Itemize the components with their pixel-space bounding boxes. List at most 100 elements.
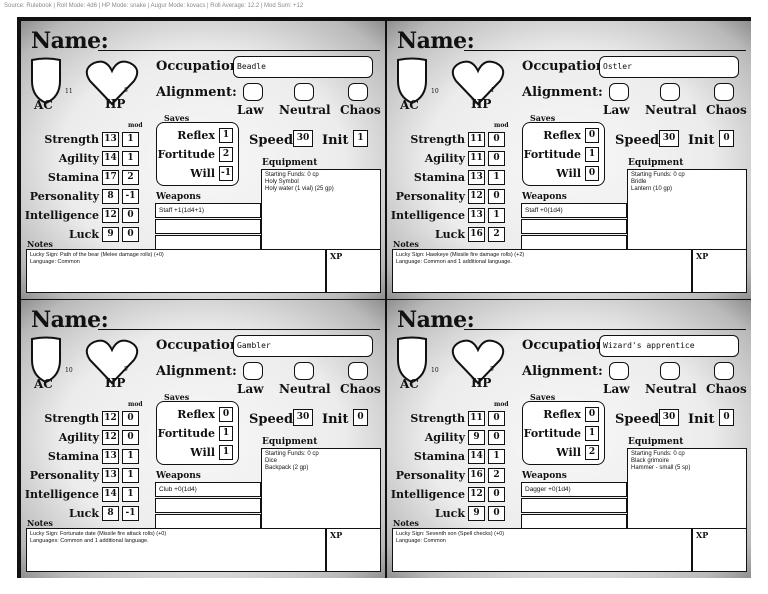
- xp-box[interactable]: XP: [692, 249, 747, 293]
- attribute-mod-personality[interactable]: 1: [122, 468, 139, 483]
- name-field[interactable]: [98, 50, 380, 51]
- alignment-chaos-box[interactable]: [714, 83, 734, 101]
- notes-box[interactable]: Lucky Sign: Fortunate date (Missile fire…: [26, 528, 326, 572]
- fortitude-value[interactable]: 1: [585, 147, 599, 162]
- attribute-score-agility[interactable]: 12: [102, 430, 119, 445]
- weapon-row[interactable]: [155, 514, 261, 529]
- attribute-score-luck[interactable]: 9: [468, 506, 485, 521]
- xp-box[interactable]: XP: [326, 249, 381, 293]
- attribute-score-luck[interactable]: 16: [468, 227, 485, 242]
- attribute-score-personality[interactable]: 12: [468, 189, 485, 204]
- name-field[interactable]: [98, 329, 380, 330]
- notes-box[interactable]: Lucky Sign: Hawkeye (Missile fire damage…: [392, 249, 692, 293]
- alignment-neutral-box[interactable]: [294, 83, 314, 101]
- attribute-score-personality[interactable]: 16: [468, 468, 485, 483]
- attribute-mod-luck[interactable]: -1: [122, 506, 139, 521]
- equipment-box[interactable]: Starting Funds: 0 cp Bridle Lantern (10 …: [627, 169, 747, 251]
- attribute-score-agility[interactable]: 14: [102, 151, 119, 166]
- attribute-score-strength[interactable]: 11: [468, 411, 485, 426]
- attribute-mod-stamina[interactable]: 1: [488, 449, 505, 464]
- attribute-mod-agility[interactable]: 1: [122, 151, 139, 166]
- attribute-mod-intelligence[interactable]: 0: [122, 208, 139, 223]
- attribute-mod-luck[interactable]: 0: [488, 506, 505, 521]
- will-value[interactable]: -1: [219, 166, 233, 181]
- attribute-mod-agility[interactable]: 0: [488, 430, 505, 445]
- fortitude-value[interactable]: 2: [219, 147, 233, 162]
- attribute-mod-strength[interactable]: 0: [122, 411, 139, 426]
- attribute-mod-luck[interactable]: 2: [488, 227, 505, 242]
- attribute-score-agility[interactable]: 9: [468, 430, 485, 445]
- alignment-law-box[interactable]: [609, 83, 629, 101]
- notes-box[interactable]: Lucky Sign: Path of the bear (Melee dama…: [26, 249, 326, 293]
- weapon-row[interactable]: Staff +1(1d4+1): [155, 203, 261, 218]
- occupation-field[interactable]: Ostler: [599, 56, 739, 78]
- attribute-score-stamina[interactable]: 14: [468, 449, 485, 464]
- speed-value[interactable]: 30: [659, 409, 679, 426]
- attribute-score-strength[interactable]: 11: [468, 132, 485, 147]
- name-field[interactable]: [464, 50, 746, 51]
- attribute-score-luck[interactable]: 9: [102, 227, 119, 242]
- attribute-mod-intelligence[interactable]: 1: [122, 487, 139, 502]
- xp-box[interactable]: XP: [692, 528, 747, 572]
- name-field[interactable]: [464, 329, 746, 330]
- alignment-chaos-box[interactable]: [348, 362, 368, 380]
- will-value[interactable]: 0: [585, 166, 599, 181]
- equipment-box[interactable]: Starting Funds: 0 cp Holy Symbol Holy wa…: [261, 169, 381, 251]
- notes-box[interactable]: Lucky Sign: Seventh son (Spell checks) (…: [392, 528, 692, 572]
- reflex-value[interactable]: 0: [585, 407, 599, 422]
- attribute-mod-luck[interactable]: 0: [122, 227, 139, 242]
- attribute-mod-intelligence[interactable]: 1: [488, 208, 505, 223]
- weapon-row[interactable]: [521, 219, 627, 234]
- equipment-box[interactable]: Starting Funds: 0 cp Black grimoire Hamm…: [627, 448, 747, 530]
- reflex-value[interactable]: 1: [219, 128, 233, 143]
- attribute-mod-strength[interactable]: 1: [122, 132, 139, 147]
- attribute-score-intelligence[interactable]: 12: [102, 208, 119, 223]
- speed-value[interactable]: 30: [659, 130, 679, 147]
- reflex-value[interactable]: 0: [585, 128, 599, 143]
- attribute-score-strength[interactable]: 12: [102, 411, 119, 426]
- alignment-law-box[interactable]: [243, 362, 263, 380]
- attribute-score-intelligence[interactable]: 12: [468, 487, 485, 502]
- occupation-field[interactable]: Gambler: [233, 335, 373, 357]
- fortitude-value[interactable]: 1: [219, 426, 233, 441]
- attribute-mod-personality[interactable]: -1: [122, 189, 139, 204]
- attribute-score-strength[interactable]: 13: [102, 132, 119, 147]
- attribute-score-agility[interactable]: 11: [468, 151, 485, 166]
- attribute-mod-stamina[interactable]: 1: [488, 170, 505, 185]
- attribute-mod-strength[interactable]: 0: [488, 132, 505, 147]
- attribute-score-personality[interactable]: 8: [102, 189, 119, 204]
- xp-box[interactable]: XP: [326, 528, 381, 572]
- reflex-value[interactable]: 0: [219, 407, 233, 422]
- attribute-score-personality[interactable]: 13: [102, 468, 119, 483]
- speed-value[interactable]: 30: [293, 409, 313, 426]
- attribute-mod-intelligence[interactable]: 0: [488, 487, 505, 502]
- occupation-field[interactable]: Beadle: [233, 56, 373, 78]
- weapon-row[interactable]: Club +0(1d4): [155, 482, 261, 497]
- weapon-row[interactable]: [155, 235, 261, 250]
- fortitude-value[interactable]: 1: [585, 426, 599, 441]
- will-value[interactable]: 1: [219, 445, 233, 460]
- alignment-neutral-box[interactable]: [660, 362, 680, 380]
- alignment-chaos-box[interactable]: [348, 83, 368, 101]
- alignment-chaos-box[interactable]: [714, 362, 734, 380]
- alignment-neutral-box[interactable]: [294, 362, 314, 380]
- alignment-law-box[interactable]: [609, 362, 629, 380]
- attribute-score-stamina[interactable]: 13: [468, 170, 485, 185]
- init-value[interactable]: 0: [719, 409, 734, 426]
- init-value[interactable]: 1: [353, 130, 368, 147]
- weapon-row[interactable]: [155, 498, 261, 513]
- attribute-mod-personality[interactable]: 2: [488, 468, 505, 483]
- attribute-mod-personality[interactable]: 0: [488, 189, 505, 204]
- alignment-neutral-box[interactable]: [660, 83, 680, 101]
- attribute-mod-agility[interactable]: 0: [488, 151, 505, 166]
- attribute-mod-agility[interactable]: 0: [122, 430, 139, 445]
- equipment-box[interactable]: Starting Funds: 0 cp Dice Backpack (2 gp…: [261, 448, 381, 530]
- attribute-score-intelligence[interactable]: 14: [102, 487, 119, 502]
- weapon-row[interactable]: Staff +0(1d4): [521, 203, 627, 218]
- will-value[interactable]: 2: [585, 445, 599, 460]
- init-value[interactable]: 0: [353, 409, 368, 426]
- weapon-row[interactable]: Dagger +0(1d4): [521, 482, 627, 497]
- weapon-row[interactable]: [521, 514, 627, 529]
- init-value[interactable]: 0: [719, 130, 734, 147]
- attribute-score-stamina[interactable]: 13: [102, 449, 119, 464]
